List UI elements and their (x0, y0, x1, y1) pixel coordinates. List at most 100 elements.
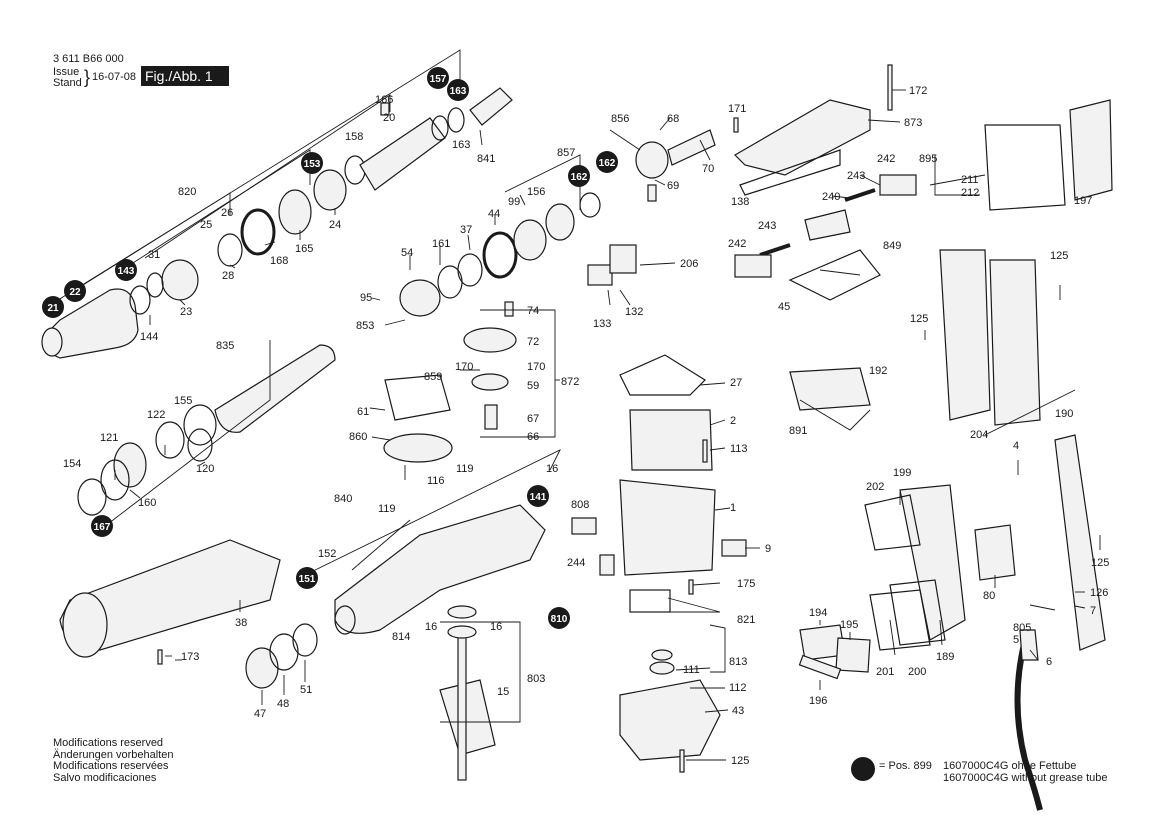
stand-label: Stand (53, 77, 82, 89)
clamp-195 (835, 637, 871, 673)
callout-125c: 125 (910, 313, 928, 325)
label-808 (571, 517, 597, 535)
brush-holder-244 (599, 554, 615, 576)
callout-168: 168 (270, 255, 288, 267)
callout-125a: 125 (731, 755, 749, 767)
callout-44: 44 (488, 208, 500, 220)
top-cover-873 (734, 99, 871, 176)
callout-67: 67 (527, 413, 539, 425)
callout-47: 47 (254, 708, 266, 720)
callout-155: 155 (174, 395, 192, 407)
callout-200: 200 (908, 666, 926, 678)
callout-857: 857 (557, 147, 575, 159)
svg-text:167: 167 (94, 522, 111, 533)
badge-157: 157 (427, 67, 449, 89)
svg-text:151: 151 (299, 574, 316, 585)
svg-text:141: 141 (530, 492, 547, 503)
chuck-tip (41, 327, 63, 357)
spring-168 (240, 208, 276, 256)
ring-163 (447, 107, 465, 133)
callout-841: 841 (477, 153, 495, 165)
callout-95: 95 (360, 292, 372, 304)
callout-204: 204 (970, 429, 988, 441)
callout-872: 872 (561, 376, 579, 388)
ring-120 (187, 428, 213, 462)
callout-20: 20 (383, 112, 395, 124)
issue-brace: } (84, 67, 91, 87)
callout-38: 38 (235, 617, 247, 629)
circlip-154 (77, 478, 107, 516)
callout-23: 23 (180, 306, 192, 318)
ring-165 (278, 189, 312, 235)
callout-70: 70 (702, 163, 714, 175)
retainer-27 (619, 354, 706, 396)
piston-856 (635, 141, 669, 179)
label-9 (721, 539, 747, 557)
callout-25: 25 (200, 219, 212, 231)
callout-125d: 125 (1091, 557, 1109, 569)
field-2 (629, 409, 713, 471)
callout-7: 7 (1090, 605, 1096, 617)
ring-144 (129, 285, 151, 315)
callout-5: 5 (1013, 634, 1019, 646)
callout-26: 26 (221, 207, 233, 219)
callout-195: 195 (840, 619, 858, 631)
badge-143: 143 (115, 259, 137, 281)
cable-6 (1014, 639, 1043, 811)
callout-116: 116 (427, 475, 445, 487)
callout-212: 212 (961, 187, 979, 199)
issue-label: Issue (53, 66, 80, 78)
gear-860 (383, 433, 453, 463)
callout-194: 194 (809, 607, 827, 619)
callout-154: 154 (63, 458, 81, 470)
callout-24: 24 (329, 219, 341, 231)
grip-200 (889, 579, 946, 646)
callout-27: 27 (730, 377, 742, 389)
pin-166 (380, 102, 390, 116)
callout-66: 66 (527, 431, 539, 443)
callout-121: 121 (100, 432, 118, 444)
callout-45: 45 (778, 301, 790, 313)
brush-242a (879, 174, 917, 196)
svg-text:21: 21 (47, 303, 59, 314)
callout-166: 166 (375, 94, 393, 106)
callout-895: 895 (919, 153, 937, 165)
callout-72: 72 (527, 336, 539, 348)
callout-132: 132 (625, 306, 643, 318)
figure-label: Fig./Abb. 1 (141, 66, 229, 86)
clutch-59 (471, 373, 509, 391)
callout-803: 803 (527, 673, 545, 685)
brush-plate-821 (629, 589, 671, 613)
switch-192 (789, 367, 871, 411)
badge-162a: 162 (596, 151, 618, 173)
ring-153 (344, 155, 366, 185)
spring-44 (482, 231, 518, 279)
callout-119b: 119 (456, 463, 474, 475)
pin-69 (647, 184, 657, 202)
svg-text:143: 143 (118, 266, 135, 277)
callout-15: 15 (497, 686, 509, 698)
callout-125b: 125 (1050, 250, 1068, 262)
screw-172 (887, 64, 893, 111)
callout-197: 197 (1074, 195, 1092, 207)
handle-half-204b (989, 259, 1041, 426)
callout-54: 54 (401, 247, 413, 259)
callout-840: 840 (334, 493, 352, 505)
callout-161: 161 (432, 238, 450, 250)
holder-240 (804, 209, 851, 241)
callout-206: 206 (680, 258, 698, 270)
ring-155 (183, 404, 217, 446)
callout-211: 211 (961, 174, 979, 186)
screw-113 (702, 439, 708, 463)
seal-138 (739, 149, 841, 196)
badge-810: 810 (548, 607, 570, 629)
callout-170a: 170 (455, 361, 473, 373)
callout-labels: 166 20 158 163 841 820 25 26 24 165 168 … (63, 85, 1109, 767)
svg-text:810: 810 (551, 614, 568, 625)
callout-133: 133 (593, 318, 611, 330)
callout-820: 820 (178, 186, 196, 198)
footer-line-fr: Modifications reservées (53, 760, 169, 772)
callout-805: 805 (1013, 622, 1031, 634)
callout-4: 4 (1013, 440, 1019, 452)
grip-202 (864, 494, 921, 551)
